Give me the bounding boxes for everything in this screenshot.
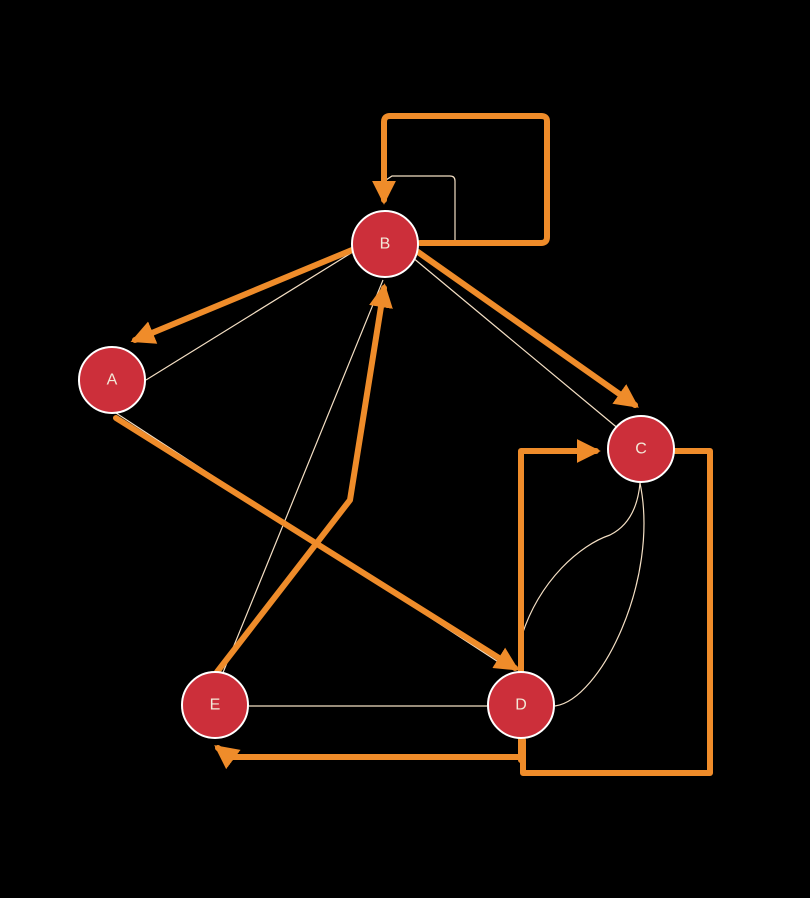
node-C-circle — [607, 415, 675, 483]
node-A[interactable]: A — [78, 346, 146, 414]
edge-B-B-highlight — [372, 113, 550, 246]
node-D-circle — [487, 671, 555, 739]
edge-D-C-highlight — [518, 439, 713, 776]
node-B[interactable]: B — [351, 210, 419, 278]
node-D[interactable]: D — [487, 671, 555, 739]
edge-D-C-thin — [521, 482, 641, 636]
node-E-label: E — [210, 697, 221, 714]
node-B-circle — [351, 210, 419, 278]
node-C[interactable]: C — [607, 415, 675, 483]
node-A-label: A — [107, 372, 118, 389]
node-A-circle — [78, 346, 146, 414]
edge-E-B-thin — [221, 279, 384, 676]
edge-E-B-highlight — [214, 283, 393, 675]
edge-B-C-highlight — [415, 249, 639, 408]
node-C-label: C — [635, 441, 647, 458]
edge-D-E-highlight — [214, 737, 526, 770]
edge-B-A-highlight — [130, 247, 355, 344]
node-E-circle — [181, 671, 249, 739]
edge-B-B-thin — [385, 175, 456, 242]
edge-B-A-thin — [145, 249, 357, 381]
node-E[interactable]: E — [181, 671, 249, 739]
nodes: A B C D E — [78, 210, 675, 739]
edge-C-D-thin — [554, 482, 645, 707]
edge-B-C-thin — [411, 256, 621, 431]
highlight-edges — [113, 113, 713, 776]
node-B-label: B — [380, 236, 391, 253]
node-D-label: D — [515, 697, 527, 714]
